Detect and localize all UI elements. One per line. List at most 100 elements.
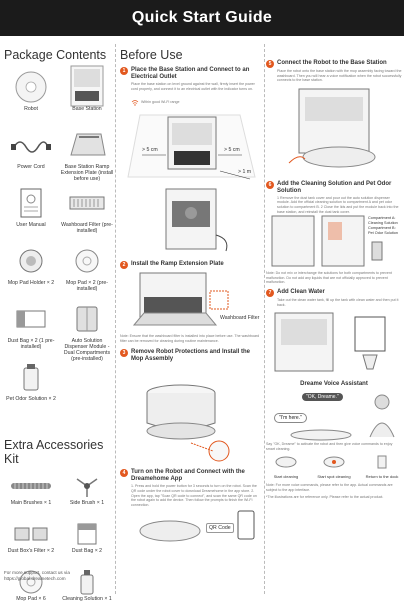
support-url[interactable]: https://global.dreametech.com [4, 575, 66, 581]
before-use-title: Before Use [120, 48, 183, 62]
extra-item-label: Cleaning Solution × 1 [62, 596, 112, 602]
extra-item-mop-pad: Mop Pad × 6 [4, 568, 58, 616]
voice-dialog-illustration: "OK, Dreame." "I'm here." [266, 391, 402, 441]
step-number: 7 [266, 288, 274, 297]
dust-bag-icon [60, 520, 114, 548]
step-number: 3 [120, 349, 128, 358]
robot-icon [4, 68, 58, 106]
robot-docking-illustration [288, 88, 376, 168]
step-text: Place the robot onto the base station wi… [277, 69, 402, 83]
step-title: Turn on the Robot and Connect with the D… [131, 469, 245, 483]
package-item-label: Washboard Filter (pre-installed) [61, 222, 113, 234]
dimension-left: > 5 cm [142, 147, 158, 154]
package-item-label: Mop Pad Holder × 2 [7, 280, 55, 286]
robot-icon [275, 456, 297, 468]
illustration-footnote: *The illustrations are for reference onl… [266, 494, 384, 499]
base-station-icon [60, 65, 114, 107]
water-tank-illustration [274, 312, 386, 372]
voice-commands: Start cleaning Start spot cleaning Retur… [266, 455, 402, 480]
dimension-right: > 5 cm [224, 147, 240, 154]
package-item-label: Pet Odor Solution × 2 [6, 396, 56, 402]
robot-protection-illustration [146, 384, 230, 462]
filter-icon [60, 184, 114, 222]
support-text: For more support, contact us via [4, 570, 70, 575]
package-item-user-manual: User Manual [4, 184, 58, 242]
package-item-label: Mop Pad × 2 (pre-installed) [66, 280, 108, 292]
package-item-robot: Robot [4, 68, 58, 126]
package-contents-section: Package Contents Robot Base Station Powe… [4, 48, 114, 616]
dimension-front: > 1 m [238, 169, 252, 176]
step-text: 1. Press and hold the power button for 3… [131, 484, 257, 507]
step-title: Remove Robot Protections and Install the… [131, 349, 251, 363]
person-icon [369, 394, 395, 438]
extra-item-label: Dust Box's Filter × 2 [7, 548, 55, 554]
extra-item-main-brush: Main Brushes × 1 [4, 472, 58, 520]
app-connect-illustration: QR Code [120, 509, 262, 543]
step-text: Place the base station on level ground a… [131, 82, 255, 91]
base-station-placement-illustration: > 5 cm > 5 cm > 1 m [120, 111, 262, 183]
extra-item-cleaning-solution: Cleaning Solution × 1 [60, 568, 114, 616]
package-item-power-cord: Power Cord [4, 126, 58, 184]
voice-assistant-section: Dreame Voice Assistant "OK, Dreame." "I'… [266, 381, 402, 499]
compartment-a-label: Compartment A: Cleaning Solution [368, 216, 398, 225]
package-item-label: Base Station [72, 106, 102, 112]
package-item-label: User Manual [16, 222, 46, 228]
package-item-label: Robot [24, 106, 38, 112]
package-item-dispenser: Auto Solution Dispenser Module - Dual Co… [60, 300, 114, 362]
ramp-install-illustration: Washboard Filter [120, 269, 262, 333]
spot-clean-icon [323, 456, 345, 468]
compartment-b-label: Compartment B: Pet Odor Solution [368, 226, 398, 235]
step-number: 2 [120, 261, 128, 270]
step-note: Note: Ensure that the washboard filter i… [120, 334, 260, 343]
qr-code-label: QR Code [206, 523, 234, 534]
step-text: Take out the clean water tank, fill up t… [277, 297, 399, 307]
solution-icon [60, 568, 114, 596]
step-text: 1 Remove the dust tank cover and pour ou… [277, 195, 399, 214]
pet-odor-icon [4, 358, 58, 396]
package-item-pet-odor: Pet Odor Solution × 2 [4, 358, 58, 416]
power-cord-connection-illustration [165, 188, 228, 252]
voice-bubble-robot: "I'm here." [274, 413, 307, 424]
voice-note: Note: For more voice commands, please re… [266, 483, 393, 492]
dispenser-icon [60, 300, 114, 338]
step-title: Connect the Robot to the Base Station [277, 60, 387, 66]
voice-bubble-user: "OK, Dreame." [302, 393, 343, 402]
package-item-mop-pad: Mop Pad × 2 (pre-installed) [60, 242, 114, 300]
wifi-note: Within good Wi-Fi range [141, 99, 180, 104]
mop-pad-icon [4, 568, 58, 596]
side-brush-icon [60, 472, 114, 500]
package-contents-title: Package Contents [4, 48, 107, 62]
divider-right [264, 44, 265, 594]
wifi-icon [131, 93, 139, 111]
package-item-label: Power Cord [17, 164, 45, 170]
package-item-ramp-plate: Base Station Ramp Extension Plate (insta… [60, 126, 114, 184]
package-item-base-station: Base Station [60, 65, 114, 126]
robot-icon [290, 429, 352, 441]
guide-title: Quick Start Guide [0, 0, 404, 36]
package-item-dust-bag: Dust Bag × 2 (1 pre-installed) [4, 300, 58, 358]
voice-command-dock: Return to the dock [362, 455, 402, 480]
washboard-filter-label: Washboard Filter [220, 315, 260, 322]
voice-command-start: Start cleaning [266, 455, 306, 480]
mop-pad-icon [60, 242, 114, 280]
package-item-washboard-filter: Washboard Filter (pre-installed) [60, 184, 114, 242]
manual-icon [4, 184, 58, 222]
step-note: Note: Do not mix or interchange the solu… [266, 271, 392, 285]
voice-text: Say "OK, Dreame" to activate the robot a… [266, 442, 393, 451]
step-title: Place the Base Station and Connect to an… [131, 67, 250, 80]
extra-item-label: Mop Pad × 6 [16, 596, 46, 602]
extra-item-label: Main Brushes × 1 [10, 500, 52, 506]
solution-add-illustration: Compartment A: Cleaning Solution Compart… [266, 214, 402, 270]
step-number: 5 [266, 60, 274, 68]
package-item-label: Dust Bag × 2 (1 pre-installed) [7, 338, 55, 350]
dust-filter-icon [4, 520, 58, 548]
mop-holder-icon [4, 242, 58, 280]
